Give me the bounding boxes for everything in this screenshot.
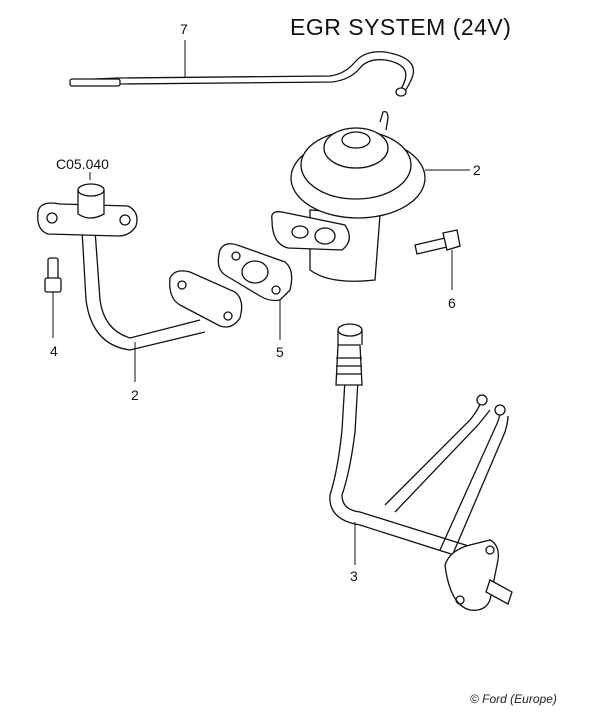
egr-pipe-part (37, 172, 243, 382)
copyright-notice: © Ford (Europe) (470, 692, 557, 706)
callout-pipe-lower: 3 (350, 568, 358, 584)
callout-bolt-left: 4 (50, 343, 58, 359)
callout-pipe-left: 2 (131, 387, 139, 403)
egr-valve-part (271, 110, 470, 282)
lower-pipe-part (329, 323, 513, 611)
gasket-part (217, 243, 293, 340)
callout-ref-code: C05.040 (56, 156, 109, 172)
bolt-6-part (414, 229, 461, 290)
diagram-title: EGR SYSTEM (24V) (290, 14, 512, 40)
bolt-4-part (44, 257, 62, 338)
callout-valve: 2 (473, 162, 481, 178)
callout-gasket: 5 (276, 344, 284, 360)
vacuum-hose-part (69, 40, 414, 97)
callout-bolt-right: 6 (448, 295, 456, 311)
callout-hose: 7 (180, 21, 188, 37)
